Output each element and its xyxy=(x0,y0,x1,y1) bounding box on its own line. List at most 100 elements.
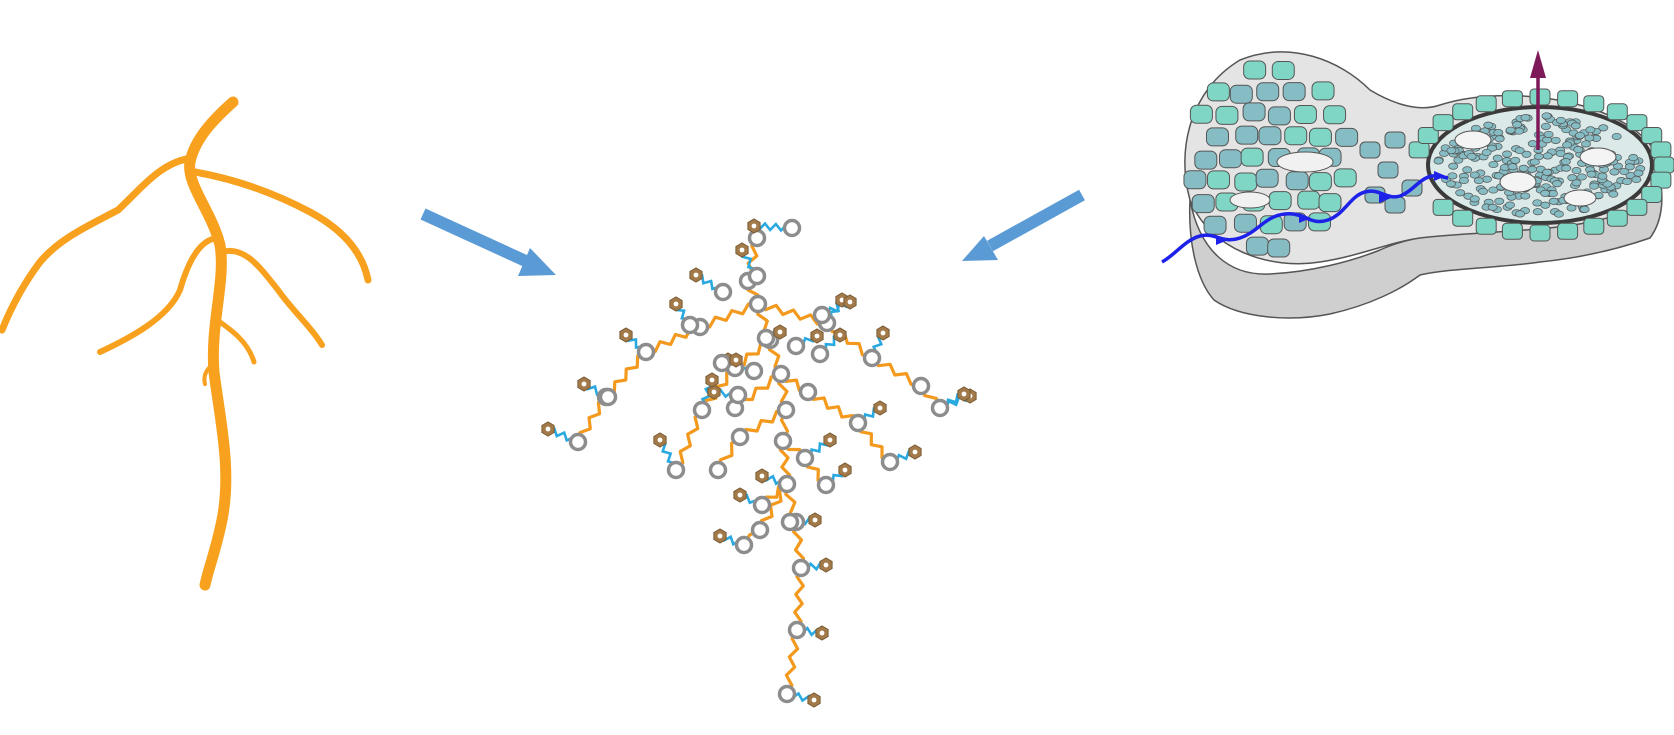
stele-cell xyxy=(1488,186,1499,194)
hexagon-center xyxy=(777,329,783,335)
cortex-cell xyxy=(1271,60,1295,80)
stele-cell xyxy=(1469,195,1480,203)
stele-cell xyxy=(1445,180,1456,188)
hexagon-center xyxy=(814,333,820,339)
epidermis-cell xyxy=(1529,88,1551,106)
stele-cell xyxy=(1502,150,1512,158)
stele-cell xyxy=(1542,152,1553,160)
epidermis-cell xyxy=(1557,222,1579,240)
cortex-cell xyxy=(1318,193,1342,213)
backbone-segment xyxy=(825,322,873,360)
network-hexagon-node xyxy=(705,372,719,388)
cortex-cell xyxy=(1240,147,1264,167)
stele-cell xyxy=(1611,132,1622,141)
network-ring-node xyxy=(680,315,700,335)
stele-cell xyxy=(1553,210,1564,218)
stele-cell xyxy=(1520,192,1531,200)
stele-cell xyxy=(1447,172,1458,180)
cortex-cell xyxy=(1333,168,1357,188)
cortex-cell xyxy=(1311,81,1335,101)
hexagon-center xyxy=(733,357,739,363)
stele-cell xyxy=(1521,150,1532,158)
backbone-segment xyxy=(806,391,860,424)
epidermis-cell xyxy=(1641,127,1663,144)
network-ring-node xyxy=(756,328,776,348)
epidermis-cell xyxy=(1432,198,1454,216)
cortex-cell xyxy=(1194,150,1218,170)
epidermis-cell xyxy=(1583,217,1605,235)
stele-cell xyxy=(1576,173,1587,181)
stele-cell xyxy=(1570,122,1581,130)
network-hexagon-node xyxy=(876,325,890,341)
cortex-cell xyxy=(1215,105,1239,125)
stele-cell xyxy=(1493,129,1504,137)
network-ring-node xyxy=(810,344,830,364)
network-hexagon-node xyxy=(807,692,821,708)
network-hexagon-node xyxy=(541,421,555,437)
branched-polymer-network xyxy=(541,218,977,708)
cortex-cell xyxy=(1191,194,1215,214)
stele-cell xyxy=(1462,166,1473,174)
epidermis-cell xyxy=(1452,209,1474,227)
hexagon-center xyxy=(837,332,843,338)
stele-cell xyxy=(1552,180,1563,188)
network-ring-node xyxy=(750,520,770,540)
epidermis-cell xyxy=(1641,186,1663,203)
network-ring-node xyxy=(791,558,811,578)
air-space xyxy=(1276,151,1334,173)
stele-cell xyxy=(1560,158,1571,166)
network-hexagon-node xyxy=(843,294,857,310)
stele-cell xyxy=(1505,126,1516,134)
cortex-cell xyxy=(1308,172,1332,192)
hexagon-center xyxy=(912,449,918,455)
xylem-upward-arrow xyxy=(1530,50,1546,150)
stele-cell xyxy=(1624,163,1635,171)
stele-cell xyxy=(1469,171,1480,179)
stele-cell xyxy=(1478,187,1489,195)
epidermis-cell xyxy=(1650,141,1672,159)
network-ring-node xyxy=(712,353,732,373)
epidermis-cell xyxy=(1452,103,1474,121)
stele-cell xyxy=(1628,154,1639,162)
network-ring-node xyxy=(798,382,818,402)
connector-arrows xyxy=(420,189,1085,276)
backbone-segment xyxy=(674,408,704,472)
cortex-cell xyxy=(1323,105,1347,125)
network-ring-node xyxy=(692,400,712,420)
network-hexagon-node xyxy=(908,444,922,460)
network-ring-node xyxy=(666,460,686,480)
network-hexagon-node xyxy=(815,625,829,641)
stele-cell xyxy=(1507,163,1518,171)
hexagon-center xyxy=(711,389,717,395)
cortex-cell xyxy=(1255,168,1279,188)
water-pathway-line xyxy=(1161,174,1449,264)
network-hexagon-node xyxy=(669,296,683,312)
hexagon-center xyxy=(880,330,886,336)
network-hexagon-node xyxy=(873,400,887,416)
network-ring-node xyxy=(728,385,748,405)
cortex-cell xyxy=(1267,238,1291,258)
stele-cell xyxy=(1527,165,1538,173)
stele-cell xyxy=(1579,205,1590,213)
network-hexagon-node xyxy=(957,386,971,402)
network-ring-node xyxy=(708,460,728,480)
epidermis-cell xyxy=(1529,224,1551,242)
cortex-cell xyxy=(1234,172,1258,192)
stele-cell xyxy=(1510,156,1521,164)
stele-cell xyxy=(1573,146,1584,154)
arrow-left-to-center xyxy=(420,208,556,276)
network-ring-node xyxy=(747,228,767,248)
network-hexagon-node xyxy=(653,432,667,448)
root-middle-right-branch xyxy=(219,247,325,348)
cross-section-side-wall xyxy=(1188,178,1663,319)
root-lower-right-twig xyxy=(211,315,257,365)
network-ring-node xyxy=(730,427,750,447)
network-ring-node xyxy=(795,448,815,468)
hexagon-center xyxy=(545,426,551,432)
stele-cell xyxy=(1619,167,1630,176)
xylem-vessel xyxy=(1563,189,1597,207)
stele-cell xyxy=(1466,152,1477,161)
hexagon-center xyxy=(709,377,715,383)
cortex-cell xyxy=(1207,170,1231,190)
stele-cell xyxy=(1532,208,1543,216)
